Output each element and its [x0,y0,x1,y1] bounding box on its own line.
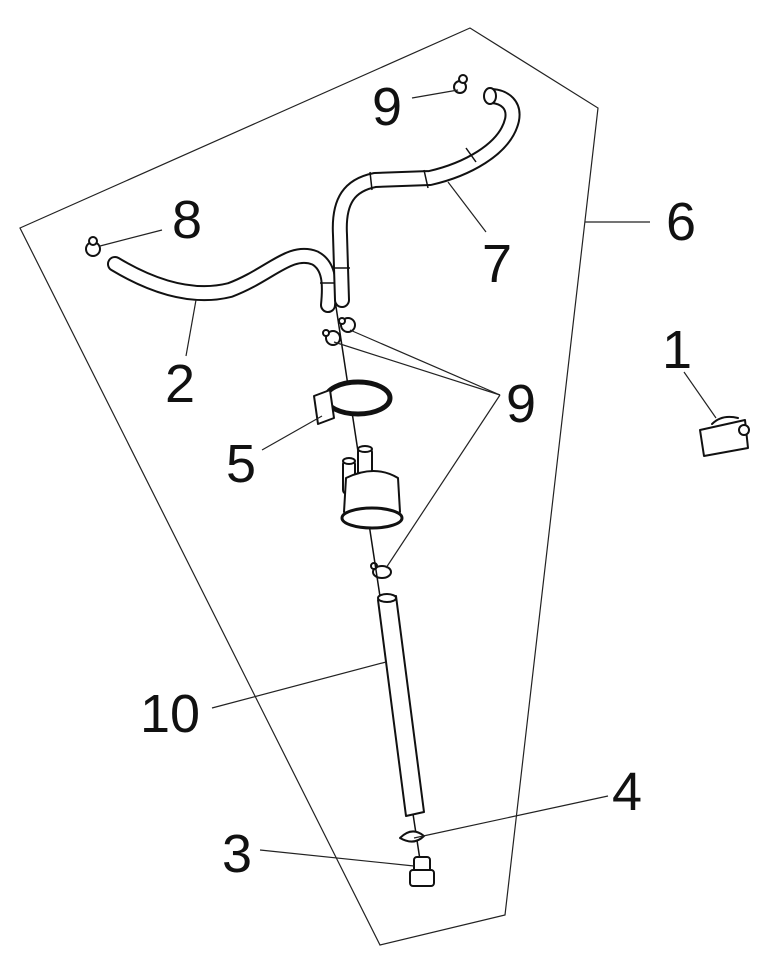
fuel-filter [340,445,404,530]
callout-10: 10 [140,684,200,744]
callout-2: 2 [165,354,195,414]
callout-8: 8 [172,190,202,250]
assembly-outline [19,27,599,946]
part-9-clip-upper-pair [322,317,356,346]
part-8-clip [85,236,101,257]
part-1-bracket [699,415,750,457]
leader-7 [447,181,487,233]
callout-9-top: 9 [372,77,402,137]
part-5-filter-bracket [313,379,393,425]
leader-5 [261,415,323,451]
callout-4: 4 [612,762,642,822]
callout-6: 6 [666,192,696,252]
part-3-fitting [409,856,435,887]
callout-1: 1 [662,320,692,380]
leader-9-top [411,89,459,99]
leader-9-a [349,329,501,396]
leader-2 [185,299,197,357]
leader-9-c [385,394,501,569]
callout-5: 5 [226,434,256,494]
part-10-hose [377,593,425,817]
leader-1 [683,371,717,419]
leader-3 [259,849,415,867]
leader-8 [99,229,163,247]
leader-10 [211,661,387,709]
leader-9-b [333,341,501,396]
part-9-clip-top [453,74,468,94]
callout-9-mid: 9 [506,374,536,434]
callout-3: 3 [222,824,252,884]
part-2-hose [107,247,337,313]
leader-4 [413,795,609,839]
part-7-hose [331,87,521,308]
callout-7: 7 [482,234,512,294]
